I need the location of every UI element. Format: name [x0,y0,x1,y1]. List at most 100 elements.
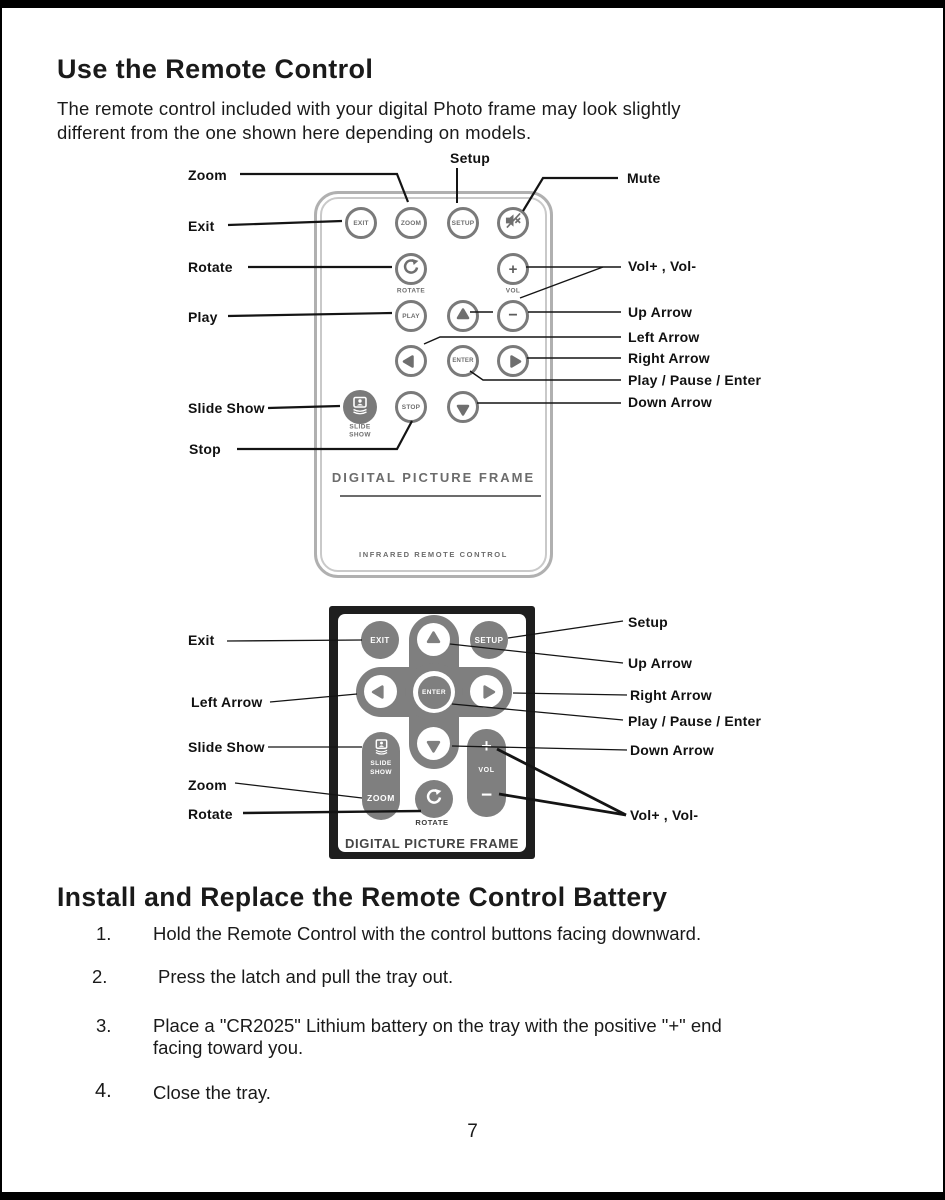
rotate-icon [402,258,420,281]
remote1-up-arrow-button [447,300,479,332]
right-arrow-icon [504,354,523,368]
step4-text: Close the tray. [153,1082,271,1103]
remote2-left-arrow-button [364,675,397,708]
left-arrow-icon [402,354,421,368]
remote2-right-arrow-button [470,675,503,708]
slideshow-icon [362,737,400,761]
enter-button-label: ENTER [421,688,447,696]
rotate-caption: ROTATE [396,287,426,295]
callout-setup: Setup [450,150,490,166]
callout2-setup: Setup [628,614,668,630]
remote1-mute-button [497,207,529,239]
page-border-bottom [0,1192,945,1200]
remote1-slideshow-button [343,390,377,424]
slideshow-caption-line1: SLIDE [349,423,371,431]
setup-button-label: SETUP [451,219,475,227]
step1-number: 1. [96,923,112,944]
remote1-vol-minus-button: − [497,300,529,332]
callout2-slideshow: Slide Show [188,739,265,755]
enter-button-label: ENTER [452,358,474,364]
callout2-up-arrow: Up Arrow [628,655,693,671]
remote2-slideshow-zoom-button: SLIDE SHOW ZOOM [362,732,400,820]
remote1-subbrand-text: INFRARED REMOTE CONTROL [359,550,508,559]
remote-diagram-2: EXIT SETUP ENTER SLIDE SHOW ZOOM ROTATE … [329,606,535,859]
remote1-brand-underline [340,495,541,497]
remote1-left-arrow-button [395,345,427,377]
callout-mute: Mute [627,170,661,186]
vol-caption: VOL [505,287,521,295]
up-arrow-icon [426,630,441,650]
callout-stop: Stop [189,441,221,457]
remote1-right-arrow-button [497,345,529,377]
down-arrow-icon [426,734,441,754]
exit-button-label: EXIT [353,219,369,227]
callout-up-arrow: Up Arrow [628,304,693,320]
callout2-vol: Vol+ , Vol- [630,807,699,823]
callout2-down-arrow: Down Arrow [630,742,714,758]
up-arrow-icon [456,307,470,326]
callout-zoom: Zoom [188,167,227,183]
vol-minus-label: − [508,307,518,324]
vol-caption: VOL [478,767,495,774]
slideshow-caption-line1: SLIDE [370,760,392,767]
remote1-enter-button: ENTER [447,345,479,377]
page-border-top [0,0,945,8]
remote2-enter-ring: ENTER [413,671,455,713]
remote1-zoom-button: ZOOM [395,207,427,239]
callout2-rotate: Rotate [188,806,233,822]
zoom-button-label: ZOOM [400,219,422,227]
slideshow-icon [349,394,371,421]
step2-number: 2. [92,966,108,987]
callout2-right-arrow: Right Arrow [630,687,712,703]
callout-left-arrow: Left Arrow [628,329,700,345]
play-button-label: PLAY [402,312,420,320]
callout-slideshow: Slide Show [188,400,265,416]
remote1-vol-plus-button: + [497,253,529,285]
step3-number: 3. [96,1015,112,1036]
left-arrow-icon [371,684,391,699]
remote2-vol-rocker: + VOL − [467,729,506,817]
slideshow-caption-line2: SHOW [370,769,392,776]
remote2-setup-button: SETUP [470,621,508,659]
callout2-play-pause-enter: Play / Pause / Enter [628,713,762,729]
callout-down-arrow: Down Arrow [628,394,712,410]
remote2-rotate-button [415,780,453,818]
callout2-exit: Exit [188,632,215,648]
page-border-right [943,8,945,1192]
callout-play: Play [188,309,218,325]
remote2-brand-text: DIGITAL PICTURE FRAME [345,836,519,851]
section-title-battery: Install and Replace the Remote Control B… [57,882,668,912]
remote2-exit-button: EXIT [361,621,399,659]
slideshow-caption-line2: SHOW [349,431,371,439]
remote1-down-arrow-button [447,391,479,423]
remote1-brand-text: DIGITAL PICTURE FRAME [331,470,536,485]
remote1-setup-button: SETUP [447,207,479,239]
vol-minus-label: − [480,785,493,806]
callout-right-arrow: Right Arrow [628,350,710,366]
section-title-use-remote: Use the Remote Control [57,54,374,84]
remote1-inner-outline [320,197,547,572]
setup-button-label: SETUP [474,635,504,645]
rotate-caption: ROTATE [415,818,449,827]
right-arrow-icon [477,684,497,699]
remote1-stop-button: STOP [395,391,427,423]
callout-exit: Exit [188,218,215,234]
remote2-enter-button: ENTER [417,675,451,709]
callout-play-pause-enter: Play / Pause / Enter [628,372,762,388]
callout2-zoom: Zoom [188,777,227,793]
zoom-button-label: ZOOM [367,793,395,803]
rotate-icon [425,788,443,811]
exit-button-label: EXIT [370,635,390,645]
remote-diagram-1: EXIT ZOOM SETUP + ROTATE VOL PLAY − ENTE… [314,191,553,578]
page-number: 7 [467,1121,478,1142]
down-arrow-icon [456,398,470,417]
stop-button-label: STOP [401,403,421,411]
remote2-down-arrow-button [417,727,450,760]
step3-text-line1: Place a "CR2025" Lithium battery on the … [153,1015,722,1036]
remote2-up-arrow-button [417,623,450,656]
callout2-left-arrow: Left Arrow [191,694,263,710]
remote1-exit-button: EXIT [345,207,377,239]
step3-text-line2: facing toward you. [153,1037,304,1058]
remote1-rotate-button [395,253,427,285]
